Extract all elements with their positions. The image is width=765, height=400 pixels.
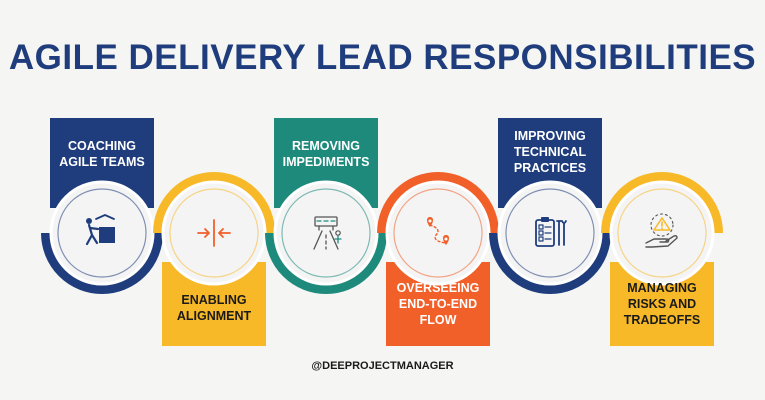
step-2: ENABLING ALIGNMENT — [153, 172, 275, 346]
step-5: IMPROVING TECHNICAL PRACTICES — [489, 118, 611, 294]
step-6: MANAGING RISKS AND TRADEOFFS — [601, 172, 723, 346]
step-circle-outline — [169, 188, 259, 278]
step-label-line: ENABLING — [181, 293, 246, 307]
checklist-tools-icon — [535, 217, 567, 247]
step-circle-outline — [281, 188, 371, 278]
step-half-ring — [489, 232, 611, 294]
alignment-arrows-icon — [197, 219, 231, 247]
step-label-line: ALIGNMENT — [177, 309, 252, 323]
step-half-ring — [153, 172, 275, 234]
step-circle — [385, 180, 491, 286]
route-pins-icon — [427, 217, 449, 245]
step-circle-outline — [505, 188, 595, 278]
step-label-line: COACHING — [68, 139, 136, 153]
step-1: COACHING AGILE TEAMS — [41, 118, 163, 294]
step-label-line: TECHNICAL — [514, 145, 587, 159]
step-half-ring — [377, 172, 499, 234]
page-title: AGILE DELIVERY LEAD RESPONSIBILITIES — [8, 38, 757, 77]
step-label-line: IMPEDIMENTS — [283, 155, 370, 169]
team-coaching-icon — [85, 214, 115, 246]
step-label-line: AGILE TEAMS — [59, 155, 144, 169]
step-3: REMOVING IMPEDIMENTS — [265, 118, 387, 294]
step-4: OVERSEEING END-TO-END FLOW — [377, 172, 499, 346]
step-chain: COACHING AGILE TEAMS ENABLING ALIGNMENT REMO… — [41, 118, 723, 346]
step-label-line: TRADEOFFS — [624, 313, 700, 327]
step-label-line: REMOVING — [292, 139, 360, 153]
risk-hand-icon — [645, 213, 678, 248]
step-half-ring — [601, 172, 723, 234]
step-circle-outline — [57, 188, 147, 278]
step-label-line: IMPROVING — [514, 129, 586, 143]
step-circle — [609, 180, 715, 286]
step-label-line: END-TO-END — [399, 297, 477, 311]
author-handle: @DEEPROJECTMANAGER — [311, 360, 454, 372]
step-circle-outline — [393, 188, 483, 278]
step-label-line: RISKS AND — [628, 297, 696, 311]
step-label-line: OVERSEEING — [397, 281, 480, 295]
road-obstacle-icon — [313, 216, 342, 250]
step-label-line: MANAGING — [627, 281, 696, 295]
step-label-line: PRACTICES — [514, 161, 586, 175]
step-circle — [273, 180, 379, 286]
step-half-ring — [265, 232, 387, 294]
step-label-line: FLOW — [420, 313, 457, 327]
step-circle-outline — [617, 188, 707, 278]
step-half-ring — [41, 232, 163, 294]
